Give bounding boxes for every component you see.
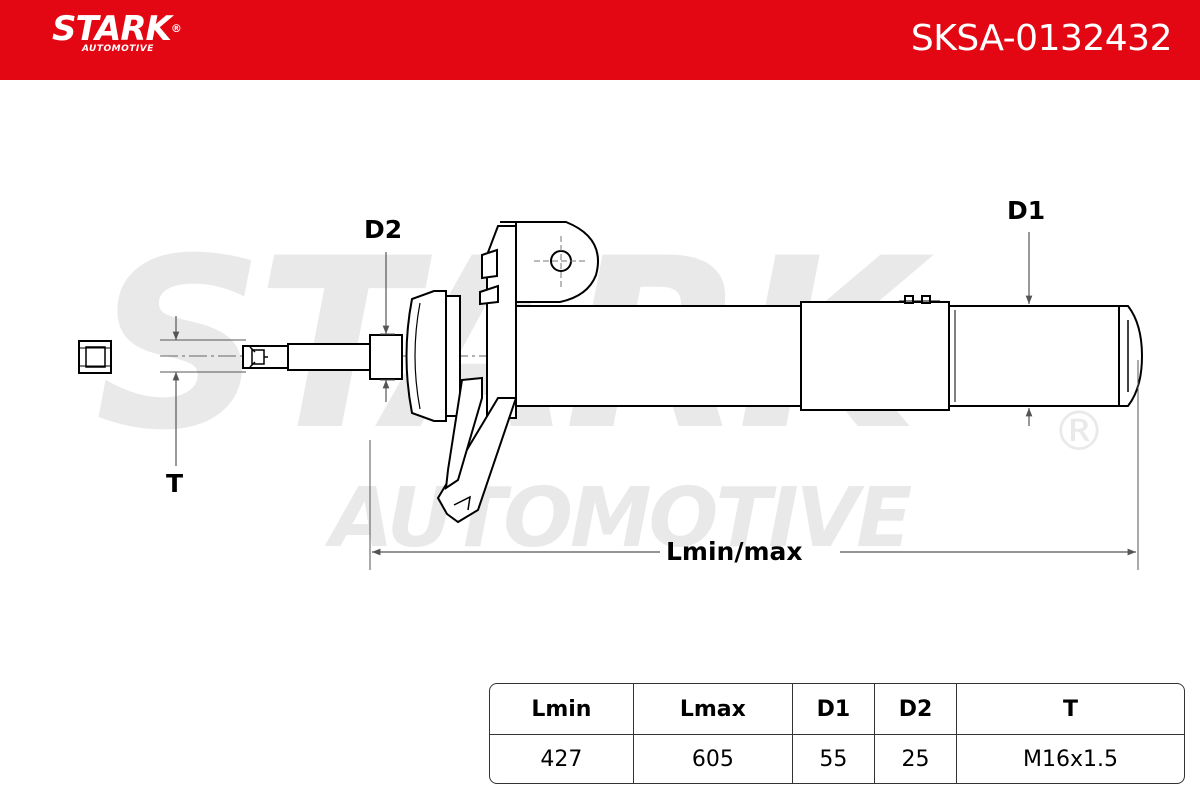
header-bar: STARK® AUTOMOTIVE SKSA-0132432	[0, 0, 1200, 80]
watermark-registered-icon: ®	[1052, 400, 1106, 463]
value-lmax: 605	[632, 735, 792, 783]
logo-sub: AUTOMOTIVE	[82, 44, 154, 54]
part-number: SKSA-0132432	[910, 18, 1173, 59]
specs-header-row: Lmin Lmax D1 D2 T	[490, 684, 1184, 735]
label-t: T	[166, 469, 184, 498]
knuckle-bracket	[436, 221, 599, 524]
top-mount	[405, 290, 461, 422]
logo-registered-icon: ®	[170, 22, 182, 35]
header-lmin: Lmin	[490, 684, 633, 735]
value-t: M16x1.5	[956, 735, 1184, 783]
header-d2: D2	[873, 684, 957, 735]
label-d2: D2	[364, 215, 403, 244]
logo-brand: STARK	[52, 9, 172, 49]
specs-table: Lmin Lmax D1 D2 T 427 605 55 25 M16x1.5	[489, 683, 1185, 784]
value-d2: 25	[873, 735, 956, 783]
header-t: T	[956, 684, 1184, 735]
piston-rod	[242, 334, 403, 380]
nut	[78, 340, 112, 374]
value-d1: 55	[791, 735, 874, 783]
header-d1: D1	[791, 684, 874, 735]
dimension-lines	[160, 232, 1139, 570]
stark-logo: STARK® AUTOMOTIVE	[52, 9, 182, 54]
label-length: Lmin/max	[666, 537, 803, 566]
header-lmax: Lmax	[632, 684, 792, 735]
damper-tube	[515, 295, 1144, 411]
specs-value-row: 427 605 55 25 M16x1.5	[490, 735, 1184, 783]
value-lmin: 427	[540, 746, 583, 772]
watermark-sub: AUTOMOTIVE	[330, 471, 912, 566]
label-d1: D1	[1007, 196, 1046, 225]
